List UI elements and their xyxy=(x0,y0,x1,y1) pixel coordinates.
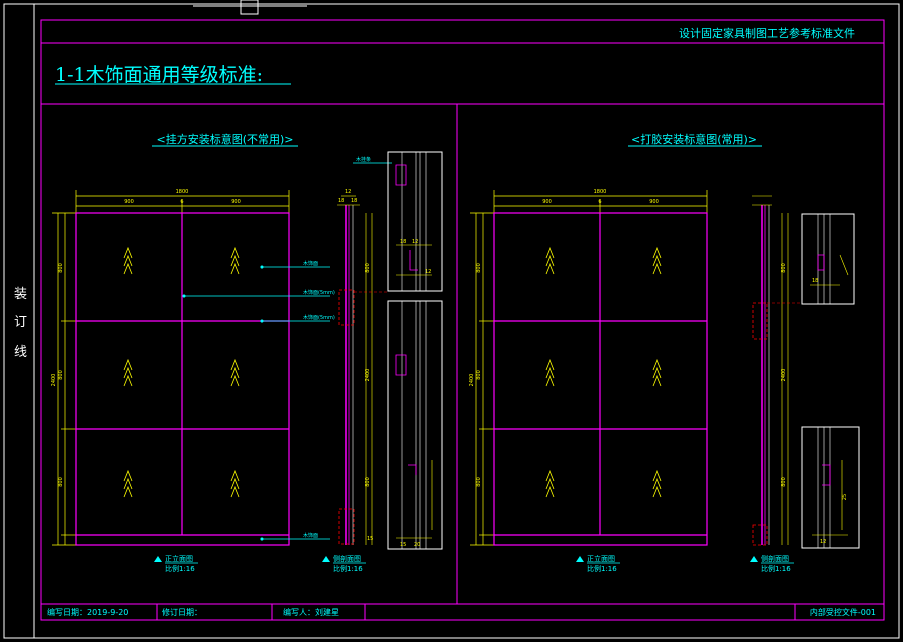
right-front-view-label: 正立面图 比例1:16 xyxy=(576,554,620,573)
right-front-scale: 比例1:16 xyxy=(587,564,617,573)
right-overall-width: 1800 xyxy=(594,189,607,195)
right-row-b: 800 xyxy=(476,370,482,380)
left-overall-width: 1800 xyxy=(176,189,189,195)
left-side-dim-a: 12 xyxy=(345,189,351,195)
right-detail-top xyxy=(801,213,855,305)
svg-text:800: 800 xyxy=(365,263,371,273)
left-row-a: 800 xyxy=(58,263,64,273)
svg-text:2400: 2400 xyxy=(781,369,787,382)
right-side-label: 侧剖面图 xyxy=(761,554,789,563)
right-front-height-dims xyxy=(470,212,494,546)
footer-block xyxy=(156,604,796,620)
left-front-label: 正立面图 xyxy=(165,554,193,563)
left-callouts xyxy=(182,162,392,541)
left-detail-bottom-dim-b: 20 xyxy=(414,542,420,548)
left-side-label: 侧剖面图 xyxy=(333,554,361,563)
right-detail-bottom xyxy=(801,426,860,549)
callout-wood-strip: 木挂条 xyxy=(356,156,371,163)
left-width-a: 900 xyxy=(124,199,134,205)
top-edge-mark xyxy=(193,0,307,15)
left-front-panel xyxy=(75,212,290,546)
callout-veneer-3: 木饰面(5mm) xyxy=(303,314,335,321)
header-title: 设计固定家具制图工艺参考标准文件 xyxy=(679,26,855,40)
left-side-view-label: 侧剖面图 比例1:16 xyxy=(322,554,366,573)
callout-veneer-4: 木饰面 xyxy=(303,532,318,539)
left-panel-title: <挂方安装标意图(不常用)> xyxy=(156,132,293,146)
binding-char-1: 装 xyxy=(14,287,27,302)
left-row-c: 800 xyxy=(58,477,64,487)
binding-line-label: 装 订 线 xyxy=(14,287,27,360)
right-front-panel xyxy=(493,212,708,546)
svg-text:800: 800 xyxy=(781,477,787,487)
right-front-width-dims xyxy=(493,190,708,214)
left-grain-marks xyxy=(123,246,240,498)
left-side-dim-b: 18 xyxy=(338,198,344,204)
left-side-section xyxy=(337,195,388,545)
left-side-dim-c: 18 xyxy=(351,198,357,204)
right-detail-dim-c: 25 xyxy=(842,494,848,500)
footer-date: 编写日期：2019-9-20 xyxy=(47,607,128,617)
right-overall-height: 2400 xyxy=(469,374,475,387)
svg-text:6: 6 xyxy=(598,199,601,205)
right-side-section xyxy=(752,195,802,546)
right-detail-dim-b: 12 xyxy=(820,539,826,545)
left-panel: <挂方安装标意图(不常用)> 1800 900 900 6 2400 800 8… xyxy=(51,132,443,573)
right-row-a: 800 xyxy=(476,263,482,273)
left-front-view-label: 正立面图 比例1:16 xyxy=(154,554,198,573)
right-panel: <打胶安装标意图(常用)> 1800 900 900 6 2400 800 80… xyxy=(469,132,860,573)
left-front-scale: 比例1:16 xyxy=(165,564,195,573)
right-detail-dim-a: 18 xyxy=(812,278,818,284)
right-front-label: 正立面图 xyxy=(587,554,615,563)
footer-doc-id: 内部受控文件-001 xyxy=(810,607,876,617)
left-front-width-dims xyxy=(75,190,290,214)
svg-text:800: 800 xyxy=(365,477,371,487)
svg-text:2400: 2400 xyxy=(365,369,371,382)
binding-char-3: 线 xyxy=(14,345,27,360)
left-row-b: 800 xyxy=(58,370,64,380)
right-row-c: 800 xyxy=(476,477,482,487)
left-detail-top-dim-b: 12 xyxy=(412,239,418,245)
footer-author: 编写人：刘建星 xyxy=(283,607,339,617)
right-width-b: 900 xyxy=(649,199,659,205)
left-detail-top-dim-a: 18 xyxy=(400,239,406,245)
svg-text:800: 800 xyxy=(781,263,787,273)
sheet-border xyxy=(3,3,900,639)
section-title: 1-1木饰面通用等级标准: xyxy=(55,64,263,86)
left-detail-top-dim-c: 12 xyxy=(425,269,431,275)
svg-text:6: 6 xyxy=(180,199,183,205)
right-side-scale: 比例1:16 xyxy=(761,564,791,573)
callout-veneer-1: 木饰面 xyxy=(303,260,318,267)
left-overall-height: 2400 xyxy=(51,374,57,387)
left-detail-top xyxy=(387,151,443,292)
left-side-scale: 比例1:16 xyxy=(333,564,363,573)
left-front-height-dims xyxy=(52,212,76,546)
callout-veneer-2: 木饰面(5mm) xyxy=(303,289,335,296)
right-grain-marks xyxy=(545,246,662,498)
left-side-dim-d: 15 xyxy=(367,536,373,542)
right-width-a: 900 xyxy=(542,199,552,205)
right-side-view-label: 侧剖面图 比例1:16 xyxy=(750,554,794,573)
right-panel-title: <打胶安装标意图(常用)> xyxy=(631,132,757,146)
left-detail-bottom xyxy=(387,300,443,550)
left-detail-bottom-dim-a: 15 xyxy=(400,542,406,548)
footer-revise-date: 修订日期： xyxy=(162,607,202,617)
binding-char-2: 订 xyxy=(14,315,27,330)
left-width-b: 900 xyxy=(231,199,241,205)
